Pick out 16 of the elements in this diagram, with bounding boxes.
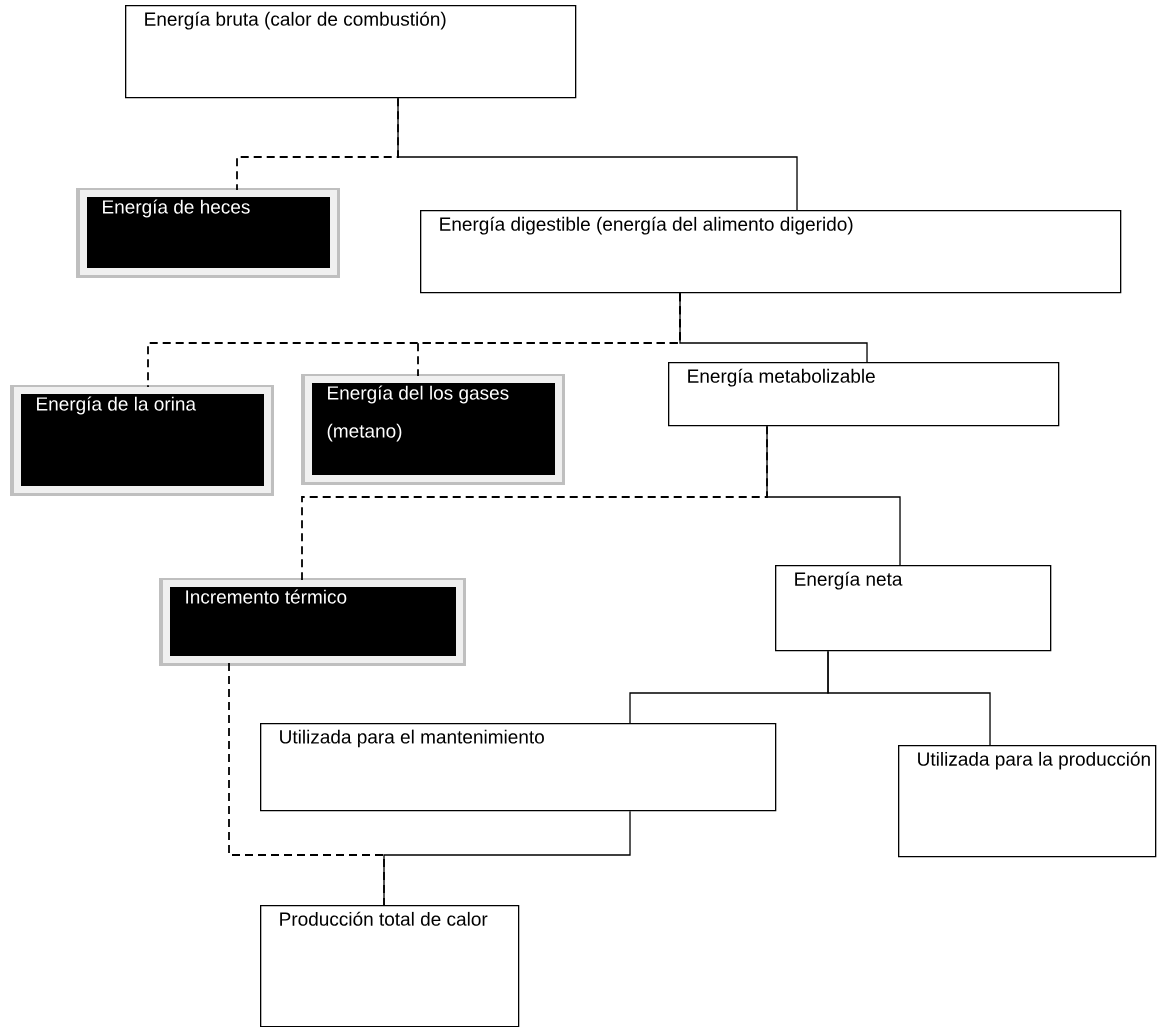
text-box: Energía neta: [775, 565, 1052, 652]
dark-box: Energía del los gases (metano): [301, 374, 565, 485]
text-box: Utilizada para la producción: [898, 745, 1157, 858]
text-box: Energía digestible (energía del alimento digerido): [420, 210, 1122, 294]
text-box: Producción total de calor: [260, 905, 520, 1027]
dark-box: Energía de la orina: [10, 385, 274, 496]
connector: [397, 97, 798, 211]
text-box: Utilizada para el mantenimiento: [260, 723, 777, 812]
connector: [766, 425, 901, 566]
text-box: Energía bruta (calor de combustión): [125, 5, 577, 99]
dark-box: Incremento térmico: [159, 578, 466, 666]
dark-box: Energía de heces: [76, 188, 340, 278]
text-box: Energía metabolizable: [668, 362, 1060, 427]
connector: [383, 810, 631, 906]
connector: [827, 650, 991, 746]
connector: [679, 292, 868, 363]
